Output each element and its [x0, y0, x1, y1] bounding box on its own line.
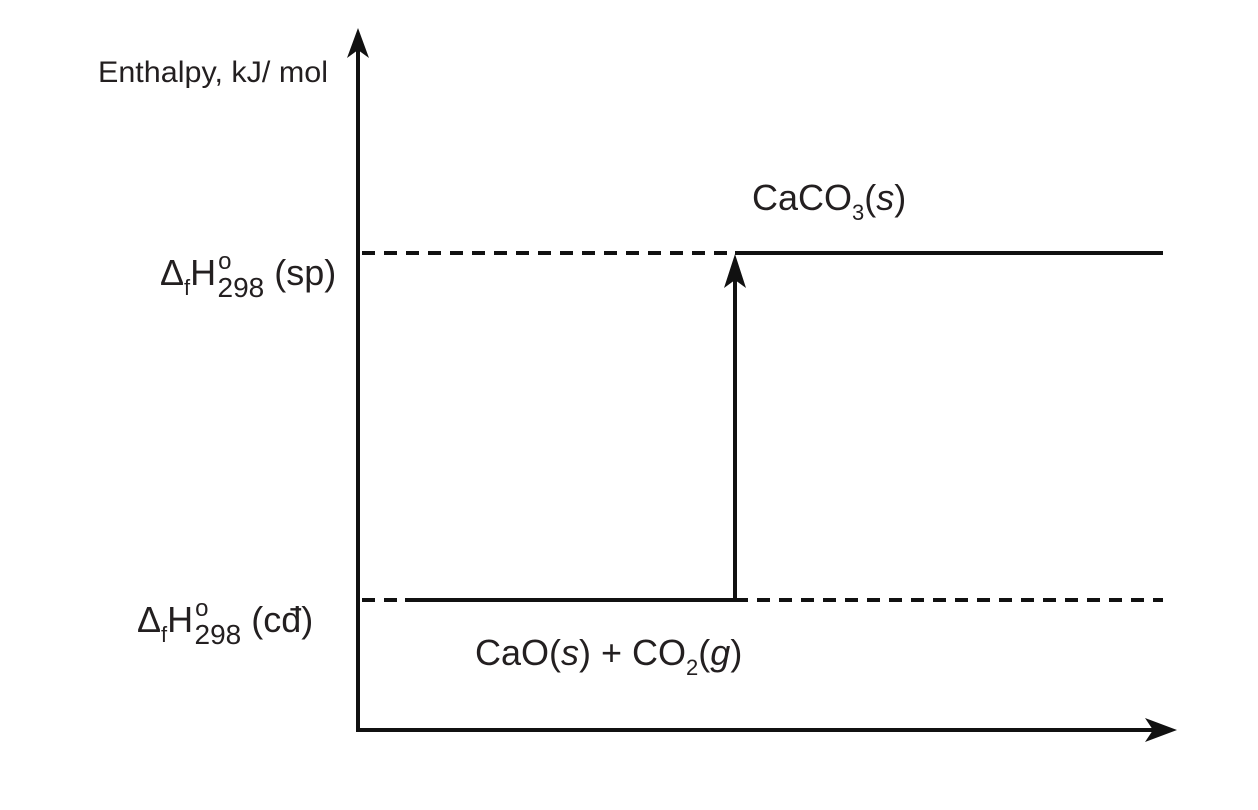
x-axis-arrow-icon [1145, 718, 1177, 742]
y-axis-arrow-icon [347, 28, 369, 58]
y-axis-label: Enthalpy, kJ/ mol [98, 56, 328, 89]
product-label: CaCO3(s) [752, 177, 906, 225]
reactant-label: CaO(s) + CO2(g) [475, 632, 742, 680]
reaction-arrow-head-icon [724, 254, 746, 288]
